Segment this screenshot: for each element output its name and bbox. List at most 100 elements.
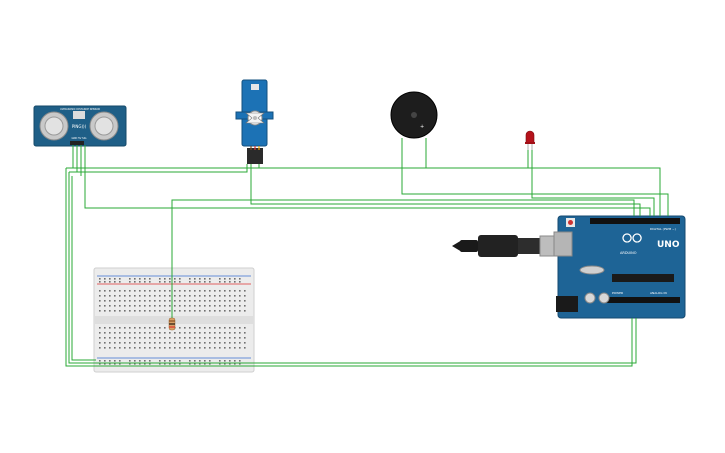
breadboard-hole	[139, 278, 141, 280]
breadboard-hole	[129, 295, 131, 297]
buzzer-plus-label: +	[420, 124, 424, 130]
servo-motor[interactable]	[235, 79, 274, 164]
breadboard-hole	[144, 305, 146, 307]
breadboard-hole	[199, 290, 201, 292]
breadboard-hole	[199, 332, 201, 334]
breadboard-hole	[204, 290, 206, 292]
breadboard-hole	[239, 327, 241, 329]
wire-sensor-sig[interactable]	[84, 145, 651, 216]
breadboard-hole	[164, 363, 166, 365]
wire-top-horizontal[interactable]	[66, 167, 661, 216]
breadboard-hole	[99, 363, 101, 365]
breadboard-hole	[149, 310, 151, 312]
breadboard-hole	[159, 327, 161, 329]
ultrasonic-sensor[interactable]: PING))) ULTRASONIC DISTANCE SENSOR GND 5…	[33, 105, 127, 147]
breadboard-hole	[114, 281, 116, 283]
breadboard-hole	[134, 332, 136, 334]
breadboard-hole	[209, 310, 211, 312]
breadboard-hole	[169, 363, 171, 365]
breadboard-hole	[214, 300, 216, 302]
arduino-brand-label: UNO	[657, 240, 680, 250]
breadboard-hole	[139, 332, 141, 334]
breadboard-hole	[184, 337, 186, 339]
breadboard-hole	[169, 310, 171, 312]
wire-buzzer-neg[interactable]	[401, 138, 669, 216]
breadboard-hole	[124, 305, 126, 307]
breadboard-hole	[124, 337, 126, 339]
breadboard-hole	[239, 281, 241, 283]
breadboard-hole	[114, 295, 116, 297]
breadboard-hole	[229, 310, 231, 312]
breadboard-hole	[119, 295, 121, 297]
breadboard-hole	[104, 332, 106, 334]
breadboard-hole	[189, 305, 191, 307]
breadboard-hole	[114, 347, 116, 349]
resistor[interactable]	[168, 317, 176, 331]
breadboard-hole	[114, 360, 116, 362]
breadboard-hole	[159, 360, 161, 362]
breadboard-hole	[199, 360, 201, 362]
breadboard-hole	[119, 337, 121, 339]
breadboard-hole	[134, 347, 136, 349]
breadboard-hole	[129, 342, 131, 344]
breadboard-holes	[99, 278, 246, 365]
breadboard-hole	[189, 332, 191, 334]
wire-servo-signal[interactable]	[250, 164, 641, 216]
breadboard-hole	[134, 281, 136, 283]
breadboard-hole	[239, 300, 241, 302]
wire-rail-left[interactable]	[71, 176, 96, 361]
breadboard-hole	[124, 342, 126, 344]
breadboard-hole	[159, 363, 161, 365]
breadboard-hole	[119, 281, 121, 283]
wire-5v-loop[interactable]	[68, 172, 637, 364]
breadboard-hole	[214, 295, 216, 297]
breadboard-hole	[139, 337, 141, 339]
wire-led-cathode[interactable]	[531, 150, 655, 216]
breadboard-hole	[209, 281, 211, 283]
breadboard-hole	[144, 363, 146, 365]
red-led[interactable]	[525, 130, 535, 150]
breadboard-hole	[189, 290, 191, 292]
breadboard-hole	[99, 337, 101, 339]
usb-cable[interactable]	[452, 235, 563, 257]
breadboard-hole	[134, 290, 136, 292]
breadboard-hole	[154, 310, 156, 312]
breadboard-hole	[144, 337, 146, 339]
breadboard-hole	[129, 281, 131, 283]
breadboard-hole	[139, 281, 141, 283]
breadboard-hole	[109, 295, 111, 297]
breadboard-hole	[139, 300, 141, 302]
piezo-buzzer[interactable]: +	[390, 91, 438, 139]
breadboard-hole	[229, 295, 231, 297]
wire-gnd-loop[interactable]	[65, 168, 633, 367]
breadboard-hole	[109, 337, 111, 339]
breadboard-hole	[119, 363, 121, 365]
breadboard-hole	[164, 342, 166, 344]
breadboard-hole	[174, 363, 176, 365]
breadboard-hole	[204, 305, 206, 307]
arduino-board[interactable]: UNO ARDUINO DIGITAL (PWM ~) ANALOG IN PO…	[553, 215, 686, 319]
wires	[65, 138, 669, 367]
wire-resistor[interactable]	[171, 199, 635, 320]
breadboard-hole	[219, 363, 221, 365]
breadboard-hole	[164, 337, 166, 339]
breadboard-hole	[114, 310, 116, 312]
breadboard-hole	[114, 342, 116, 344]
breadboard-hole	[204, 347, 206, 349]
breadboard-hole	[174, 300, 176, 302]
breadboard-hole	[169, 332, 171, 334]
breadboard-hole	[104, 327, 106, 329]
breadboard-hole	[199, 281, 201, 283]
breadboard-hole	[129, 327, 131, 329]
breadboard-hole	[159, 305, 161, 307]
breadboard-hole	[119, 300, 121, 302]
breadboard-hole	[194, 342, 196, 344]
breadboard-hole	[114, 363, 116, 365]
breadboard-hole	[134, 305, 136, 307]
breadboard-hole	[139, 327, 141, 329]
breadboard-hole	[134, 278, 136, 280]
breadboard-hole	[129, 278, 131, 280]
wire-servo-gnd[interactable]	[69, 164, 248, 173]
breadboard-hole	[179, 310, 181, 312]
breadboard-hole	[179, 342, 181, 344]
